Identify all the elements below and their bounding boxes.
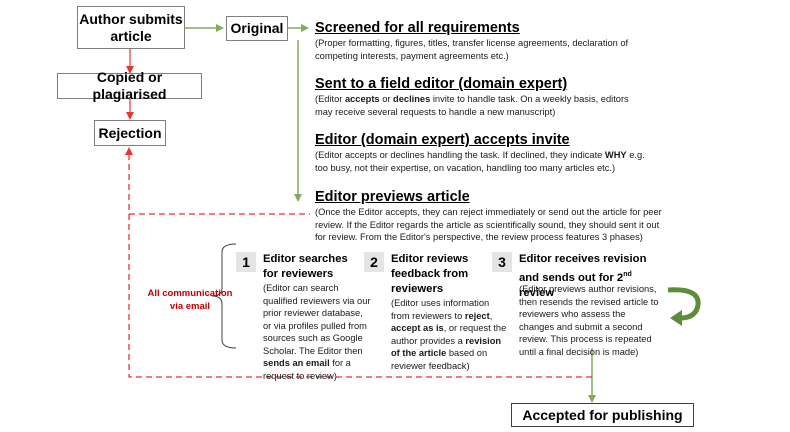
rejection-box: Rejection [94,120,166,146]
copied-box: Copied or plagiarised [57,69,202,102]
email-label: All communication via email [147,288,233,312]
rejection-label: Rejection [98,124,162,141]
step-desc: (Once the Editor accepts, they can rejec… [315,207,662,242]
phase-number: 2 [364,252,384,272]
step-editor-accepts: Editor (domain expert) accepts invite (E… [315,132,650,174]
cycle-arrow-icon [667,287,701,326]
phase-number: 1 [236,252,256,272]
author-submits-box: Author submits article [77,6,185,49]
step-desc: (Proper formatting, figures, titles, tra… [315,38,629,61]
phase-1: 1 Editor searches for reviewers (Editor … [236,252,370,381]
step-desc: (Editor accepts or declines handling the… [315,150,645,173]
step-screened: Screened for all requirements (Proper fo… [315,20,645,62]
step-title: Sent to a field editor (domain expert) [315,76,568,92]
phase-2: 2 Editor reviews feedback from reviewers… [364,252,506,371]
phase-3: 3 Editor receives revision and sends out… [492,252,662,362]
step-title: Screened for all requirements [315,20,520,36]
accepted-label: Accepted for publishing [522,406,683,423]
phase-desc: (Editor can search qualified reviewers v… [263,283,371,381]
phase-title: Editor receives revision and sends out f… [519,253,647,299]
phase-desc: (Editor uses information from reviewers … [391,298,507,371]
step-title: Editor (domain expert) accepts invite [315,132,570,148]
author-submits-label: Author submits article [79,10,183,44]
step-sent-to-editor: Sent to a field editor (domain expert) (… [315,76,645,118]
step-title: Editor previews article [315,189,470,205]
original-box: Original [226,16,288,41]
original-label: Original [230,20,284,36]
step-desc: (Editor accepts or declines invite to ha… [315,94,629,117]
accepted-box: Accepted for publishing [511,403,694,427]
step-editor-previews: Editor previews article (Once the Editor… [315,189,670,244]
copied-label: Copied or plagiarised [92,69,167,102]
phase-desc: (Editor previews author revisions, then … [519,284,659,357]
phase-title: Editor searches for reviewers [263,253,348,280]
phase-number: 3 [492,252,512,272]
phase-title: Editor reviews feedback from reviewers [391,253,469,295]
